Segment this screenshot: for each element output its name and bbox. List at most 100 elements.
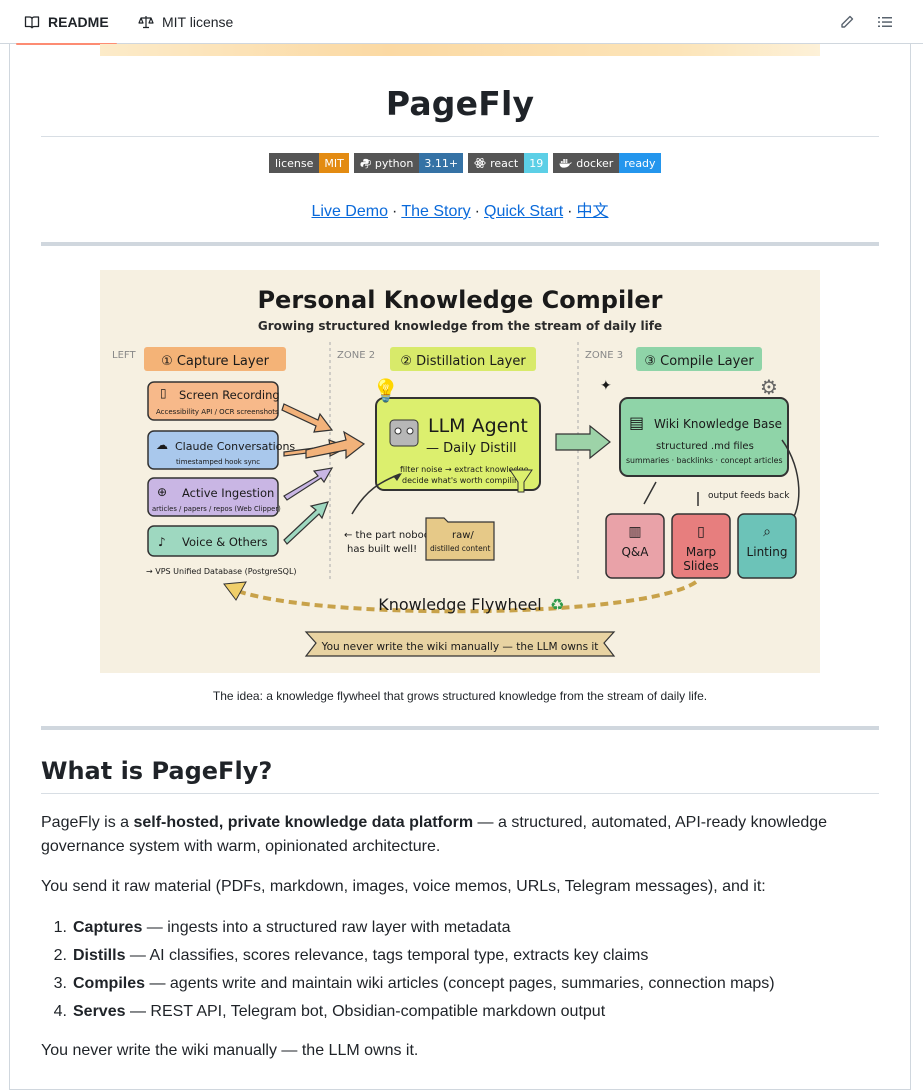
capture-layer-label: ① Capture Layer bbox=[161, 354, 270, 369]
list-bold: Serves bbox=[73, 1003, 126, 1020]
diagram-title: Personal Knowledge Compiler bbox=[257, 286, 662, 314]
badge-value: 19 bbox=[524, 153, 549, 173]
list-text: — ingests into a structured raw layer wi… bbox=[142, 919, 511, 936]
pencil-icon bbox=[841, 15, 854, 28]
outline-button[interactable] bbox=[873, 10, 897, 34]
link-separator: · bbox=[474, 203, 480, 220]
voice-others-label: Voice & Others bbox=[182, 535, 268, 549]
quick-start-link[interactable]: Quick Start bbox=[484, 203, 564, 220]
compile-layer-header bbox=[636, 347, 762, 371]
python-badge[interactable]: python 3.11+ bbox=[353, 153, 464, 173]
intro-text: PageFly is a bbox=[41, 814, 134, 831]
sparkle-icon: ✦ bbox=[600, 378, 612, 394]
microphone-icon: ♪ bbox=[158, 535, 166, 549]
react-icon bbox=[474, 157, 486, 169]
filter-note-1: filter noise → extract knowledge bbox=[400, 465, 529, 474]
vps-database-note: → VPS Unified Database (PostgreSQL) bbox=[146, 567, 297, 576]
book-icon bbox=[24, 14, 40, 30]
nobody-note-2: has built well! bbox=[347, 544, 417, 555]
distill-layer-label: ② Distillation Layer bbox=[400, 354, 526, 369]
list-bold: Distills bbox=[73, 947, 126, 964]
python-icon bbox=[360, 158, 371, 168]
title-divider bbox=[41, 136, 879, 137]
filter-note-2: decide what's worth compiling bbox=[402, 476, 524, 485]
zone3-label: ZONE 3 bbox=[585, 350, 623, 361]
chinese-link[interactable]: 中文 bbox=[576, 203, 609, 220]
document-icon: ▯ bbox=[697, 524, 705, 540]
closing-paragraph: You never write the wiki manually — the … bbox=[41, 1042, 419, 1059]
wiki-kb-box bbox=[619, 397, 789, 477]
marp-label-2: Slides bbox=[683, 559, 719, 573]
magnifier-icon: ⌕ bbox=[763, 524, 771, 540]
top-banner-image bbox=[100, 44, 820, 56]
chat-bubble-icon: ☁ bbox=[156, 438, 168, 452]
screen-recording-box bbox=[147, 381, 279, 421]
robot-eye bbox=[406, 427, 414, 435]
list-number: 1. bbox=[53, 919, 67, 936]
linting-label: Linting bbox=[747, 545, 788, 559]
books-icon: ▤ bbox=[629, 413, 644, 432]
wiki-kb-label: Wiki Knowledge Base bbox=[654, 417, 782, 431]
nav-links: Live Demo·The Story·Quick Start·中文 bbox=[41, 197, 879, 221]
list-item: 2.Distills — AI classifies, scores relev… bbox=[41, 942, 879, 970]
docker-badge[interactable]: docker ready bbox=[553, 153, 661, 173]
readme-tabbar: README MIT license bbox=[0, 0, 923, 45]
wiki-note-2: summaries · backlinks · concept articles bbox=[626, 456, 783, 465]
the-story-link[interactable]: The Story bbox=[401, 203, 471, 220]
flywheel-arrow-head bbox=[223, 581, 247, 601]
list-number: 4. bbox=[53, 1003, 67, 1020]
steps-list: 1.Captures — ingests into a structured r… bbox=[41, 914, 879, 1026]
intro-bold: self-hosted, private knowledge data plat… bbox=[133, 814, 474, 831]
gear-icon: ⚙ bbox=[760, 375, 778, 399]
flywheel-label: Knowledge Flywheel bbox=[378, 595, 542, 614]
claude-conversations-sub: timestamped hook sync bbox=[176, 458, 260, 466]
nobody-arrow-head bbox=[393, 473, 402, 481]
claude-conversations-label: Claude Conversations bbox=[175, 440, 295, 453]
edit-button[interactable] bbox=[835, 10, 859, 34]
badge-value: MIT bbox=[319, 153, 349, 173]
intro-paragraph: PageFly is a self-hosted, private knowle… bbox=[41, 811, 879, 859]
robot-icon bbox=[389, 419, 419, 447]
screen-recording-label: Screen Recording bbox=[179, 388, 280, 402]
docker-icon bbox=[559, 158, 572, 168]
tab-license-label: MIT license bbox=[162, 14, 234, 30]
distill-layer-header bbox=[390, 347, 536, 371]
badge-value: ready bbox=[619, 153, 661, 173]
feeds-back-label: output feeds back bbox=[708, 491, 790, 501]
link-separator: · bbox=[391, 203, 398, 220]
raw-folder-icon bbox=[425, 517, 495, 561]
badge-row: license MIT python 3.11+ react 19 docker… bbox=[269, 153, 661, 173]
compile-layer-label: ③ Compile Layer bbox=[644, 354, 754, 369]
react-badge[interactable]: react 19 bbox=[468, 153, 549, 173]
badge-label: license bbox=[269, 153, 320, 173]
active-ingestion-box bbox=[147, 477, 279, 517]
screen-recording-sub: Accessibility API / OCR screenshots bbox=[156, 408, 279, 416]
funnel-icon bbox=[509, 469, 533, 493]
flywheel-arc bbox=[229, 580, 698, 614]
raw-folder-label: raw/ bbox=[452, 530, 474, 541]
list-bold: Compiles bbox=[73, 975, 146, 992]
badge-label: python bbox=[374, 156, 414, 170]
nobody-note-1: ← the part nobody bbox=[344, 530, 436, 541]
globe-icon: ⊕ bbox=[157, 485, 167, 499]
tab-readme[interactable]: README bbox=[16, 0, 117, 45]
screen-recording-icon: ▯ bbox=[160, 386, 167, 400]
tab-license[interactable]: MIT license bbox=[130, 0, 241, 44]
badge-value: 3.11+ bbox=[419, 153, 464, 173]
input-arrows bbox=[281, 403, 366, 545]
compile-arrow bbox=[555, 424, 611, 460]
list-text: — REST API, Telegram bot, Obsidian-compa… bbox=[125, 1003, 606, 1020]
badge-label: docker bbox=[576, 156, 614, 170]
send-paragraph: You send it raw material (PDFs, markdown… bbox=[41, 878, 766, 895]
banner-ribbon bbox=[304, 631, 616, 657]
live-demo-link[interactable]: Live Demo bbox=[311, 203, 388, 220]
capture-layer-header bbox=[144, 347, 286, 371]
marp-label-1: Marp bbox=[686, 545, 716, 559]
license-badge[interactable]: license MIT bbox=[269, 153, 349, 173]
robot-eye bbox=[394, 427, 402, 435]
chart-icon: ▥ bbox=[628, 524, 641, 540]
intro-text: — a structured, automated, API-ready kno… bbox=[41, 814, 828, 855]
llm-agent-label: LLM Agent bbox=[428, 415, 528, 437]
diagram-caption: The idea: a knowledge flywheel that grow… bbox=[212, 689, 708, 703]
banner-text: You never write the wiki manually — the … bbox=[321, 641, 599, 653]
